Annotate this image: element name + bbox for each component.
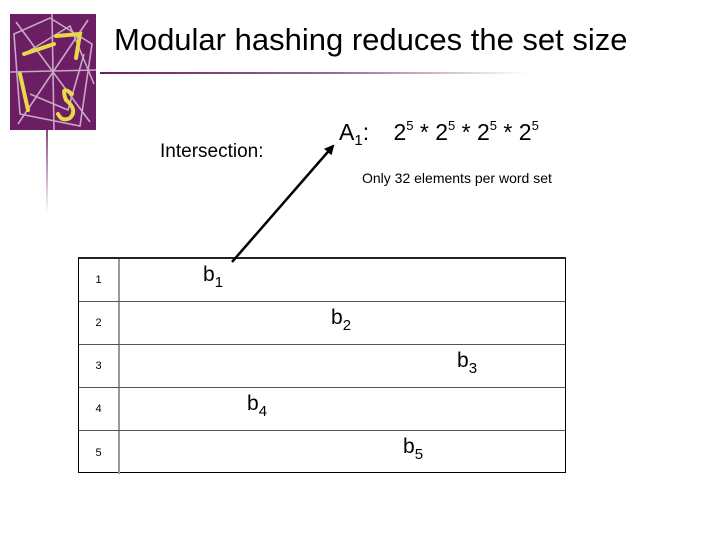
formula-variable-subscript: 1 [354,132,363,149]
bucket-label: b1 [203,263,224,291]
left-accent-line [46,130,48,214]
title-underline [100,72,528,74]
formula-term-base: 2 [518,119,532,145]
row-number: 4 [79,388,120,430]
row-number: 2 [79,302,120,344]
set-size-formula: A1: 25 * 25 * 25 * 25 [339,118,539,149]
row-number: 5 [79,431,120,474]
formula-term-exponent: 5 [406,118,414,133]
formula-term-exponent: 5 [531,118,539,133]
formula-term-base: 2 [477,119,490,145]
row-number: 1 [79,259,120,301]
formula-colon: : [362,119,370,145]
formula-term-base: 2 [393,119,407,145]
row-number: 3 [79,345,120,387]
slide-title: Modular hashing reduces the set size [114,22,628,57]
formula-term-exponent: 5 [448,118,456,133]
intersection-label: Intersection: [160,141,264,162]
formula-variable: A [339,119,355,145]
formula-operator: * [419,119,429,145]
bucket-row: 3 b3 [79,345,565,388]
bucket-table: 1 b1 2 b2 3 b3 4 b4 5 b5 [78,257,566,474]
bucket-label: b4 [247,392,268,420]
logo-graphic [10,14,96,130]
bucket-label: b3 [457,349,478,377]
formula-operator: * [461,119,471,145]
bucket-label: b5 [403,435,424,463]
formula-operator: * [503,119,513,145]
elements-note: Only 32 elements per word set [362,170,552,186]
bucket-row: 1 b1 [79,259,565,302]
bucket-row: 2 b2 [79,302,565,345]
bucket-label: b2 [331,306,352,334]
formula-term-exponent: 5 [489,118,498,133]
formula-term-base: 2 [435,119,449,145]
bucket-row: 4 b4 [79,388,565,431]
bucket-row: 5 b5 [79,431,565,474]
logo [10,14,96,130]
